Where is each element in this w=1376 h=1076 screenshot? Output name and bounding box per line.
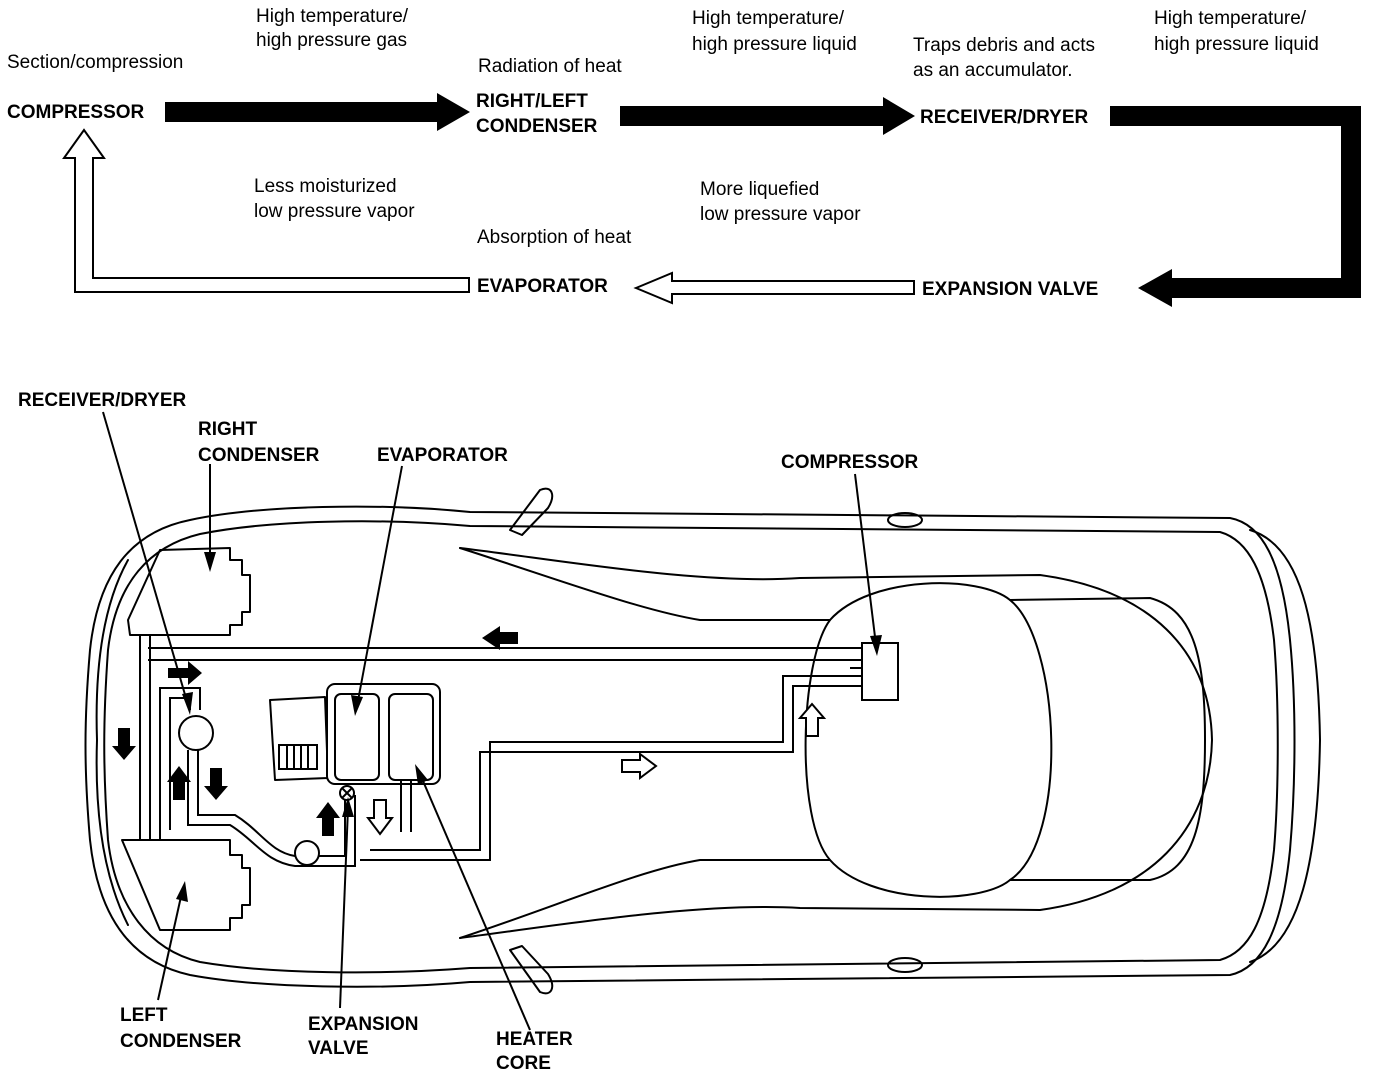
flow-arrow-down-front bbox=[112, 728, 136, 760]
car-top-view: RECEIVER/DRYER RIGHT CONDENSER EVAPORATO… bbox=[18, 390, 1321, 1074]
note-traps-line2: as an accumulator. bbox=[913, 60, 1072, 81]
note-more-liquefied-line2: low pressure vapor bbox=[700, 204, 861, 225]
rear-bumper bbox=[1249, 529, 1321, 963]
note-less-moisturized-line1: Less moisturized bbox=[254, 176, 397, 197]
line-evap-to-compressor-2 bbox=[360, 675, 862, 861]
refrigerant-flow-chart: COMPRESSOR RIGHT/LEFT CONDENSER RECEIVER… bbox=[7, 6, 1361, 307]
expansion-valve-cross bbox=[341, 787, 353, 799]
blower-grille bbox=[278, 744, 318, 770]
car-label-heater-core-line2: CORE bbox=[496, 1053, 551, 1074]
compressor-unit bbox=[861, 642, 899, 701]
front-face bbox=[95, 559, 129, 926]
flow-expansion-valve-label: EXPANSION VALVE bbox=[922, 279, 1098, 300]
right-condenser bbox=[127, 547, 251, 636]
mirror-bottom bbox=[509, 945, 554, 995]
note-absorption-of-heat: Absorption of heat bbox=[477, 227, 632, 248]
flow-arrow-hollow-right bbox=[621, 752, 658, 780]
door-handle-bottom bbox=[887, 957, 923, 973]
left-condenser bbox=[121, 839, 251, 931]
flow-arrow-right-receiver bbox=[168, 661, 202, 685]
line-to-receiver bbox=[159, 687, 201, 840]
evaporator-core bbox=[334, 693, 380, 781]
receiver-dryer-unit bbox=[178, 715, 214, 751]
leader-heater-core bbox=[419, 773, 531, 1031]
note-hp-liquid-a-line1: High temperature/ bbox=[692, 8, 845, 29]
leader-heater-core-head bbox=[415, 764, 428, 785]
flow-arrow-hollow-up bbox=[797, 702, 827, 737]
arrow-evaporator-to-compressor bbox=[62, 128, 470, 293]
blower-grille-bars bbox=[286, 745, 309, 769]
flow-receiver-dryer-label: RECEIVER/DRYER bbox=[920, 107, 1088, 128]
flow-condenser-label-line1: RIGHT/LEFT bbox=[476, 91, 588, 112]
leader-compressor-head bbox=[870, 635, 882, 656]
leader-receiver-dryer bbox=[102, 411, 189, 706]
flow-evaporator-label: EVAPORATOR bbox=[477, 276, 608, 297]
note-hp-gas-line1: High temperature/ bbox=[256, 6, 409, 27]
roof-curve bbox=[829, 582, 1053, 898]
leader-evaporator bbox=[356, 465, 403, 707]
flow-arrow-up-valve bbox=[316, 802, 340, 836]
mirror-top bbox=[509, 487, 554, 536]
car-label-heater-core-line1: HEATER bbox=[496, 1029, 573, 1050]
leader-receiver-dryer-head bbox=[182, 692, 193, 715]
leader-left-condenser-head bbox=[176, 881, 188, 902]
flow-arrow-up-front bbox=[167, 766, 191, 800]
car-label-left-condenser-line1: LEFT bbox=[120, 1005, 168, 1026]
inline-fitting bbox=[294, 840, 320, 866]
flow-arrow-left bbox=[482, 626, 518, 650]
rear-window bbox=[1009, 597, 1206, 881]
flow-condenser-label-line2: CONDENSER bbox=[476, 116, 598, 137]
car-body-outline bbox=[84, 505, 1296, 988]
line-receiver-to-valve-2 bbox=[187, 750, 356, 867]
car-body-inner-line bbox=[103, 520, 1279, 974]
note-more-liquefied-line1: More liquefied bbox=[700, 179, 819, 200]
cabin-outline bbox=[459, 547, 1213, 939]
arrow-condenser-to-receiver bbox=[620, 97, 915, 135]
leader-evaporator-head bbox=[351, 695, 363, 716]
arrow-compressor-to-condenser bbox=[165, 93, 470, 131]
leader-compressor bbox=[854, 473, 877, 646]
flow-compressor-label: COMPRESSOR bbox=[7, 102, 145, 123]
note-hp-liquid-a-line2: high pressure liquid bbox=[692, 34, 857, 55]
windshield-line bbox=[459, 547, 831, 939]
note-radiation-of-heat: Radiation of heat bbox=[478, 56, 622, 77]
car-label-right-condenser-line2: CONDENSER bbox=[198, 445, 320, 466]
note-traps-line1: Traps debris and acts bbox=[913, 35, 1095, 56]
line-evap-to-compressor bbox=[370, 685, 862, 851]
heater-hoses bbox=[400, 780, 412, 832]
note-hp-liquid-b-line2: high pressure liquid bbox=[1154, 34, 1319, 55]
car-label-expansion-valve-line2: VALVE bbox=[308, 1038, 369, 1059]
leader-expansion-valve bbox=[339, 807, 349, 1009]
flow-arrow-hollow-down bbox=[366, 799, 394, 836]
arrow-receiver-to-expansion bbox=[1110, 106, 1361, 307]
car-label-left-condenser-line2: CONDENSER bbox=[120, 1031, 242, 1052]
door-handle-top bbox=[887, 512, 923, 528]
heater-core bbox=[388, 693, 434, 781]
car-label-compressor: COMPRESSOR bbox=[781, 452, 919, 473]
note-hp-gas-line2: high pressure gas bbox=[256, 30, 407, 51]
car-label-evaporator: EVAPORATOR bbox=[377, 445, 508, 466]
arrow-expansion-to-evaporator bbox=[633, 271, 915, 305]
note-section-compression: Section/compression bbox=[7, 52, 183, 73]
leader-right-condenser-head bbox=[204, 552, 216, 572]
car-label-expansion-valve-line1: EXPANSION bbox=[308, 1014, 419, 1035]
car-label-receiver-dryer: RECEIVER/DRYER bbox=[18, 390, 186, 411]
car-label-right-condenser-line1: RIGHT bbox=[198, 419, 258, 440]
flow-arrow-down-receiver bbox=[204, 768, 228, 800]
note-hp-liquid-b-line1: High temperature/ bbox=[1154, 8, 1307, 29]
leader-expansion-valve-head bbox=[342, 797, 354, 817]
leader-left-condenser bbox=[157, 891, 183, 1001]
note-less-moisturized-line2: low pressure vapor bbox=[254, 201, 415, 222]
